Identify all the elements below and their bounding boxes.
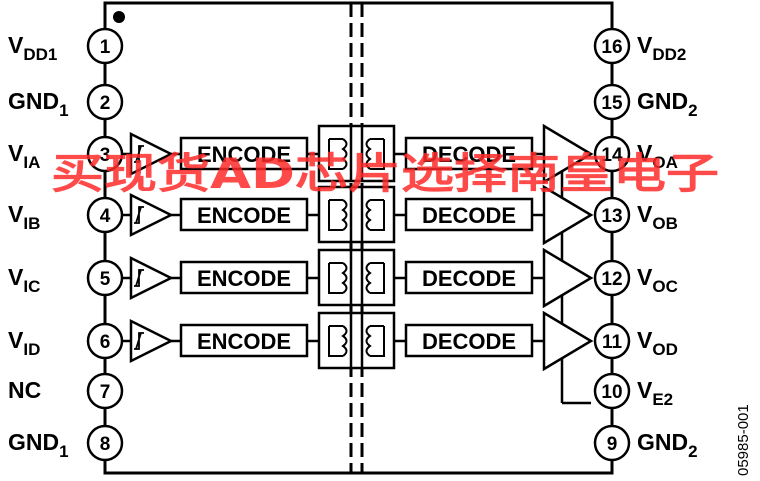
pin-number-4: 4: [100, 206, 111, 227]
input-buffer-c: [129, 255, 174, 301]
encode-label-b: ENCODE: [197, 203, 291, 228]
schmitt-trigger-icon: [134, 269, 144, 287]
pin-circle-15: [593, 83, 631, 121]
channel-c: ENCODE DECODE: [122, 247, 594, 309]
pin-label-6: VID: [8, 327, 40, 359]
transformer-c: [317, 248, 396, 307]
decode-label-b: DECODE: [422, 203, 516, 228]
pin-circle-10: [593, 372, 631, 410]
primary-coil-icon: [341, 138, 348, 170]
pin-label-13: VOB: [637, 201, 678, 233]
pin-number-7: 7: [100, 382, 111, 403]
pin-label-15: GND2: [637, 88, 698, 120]
pin-number-8: 8: [100, 434, 111, 455]
pin-circle-2: [86, 83, 124, 121]
secondary-coil-icon: [365, 262, 372, 294]
decode-label-c: DECODE: [422, 266, 516, 291]
schmitt-trigger-icon: [134, 332, 144, 350]
decode-block-a: [404, 136, 534, 171]
pin-circle-13: [593, 196, 631, 234]
output-buffer-a: [542, 123, 594, 185]
pin-circle-11: [593, 322, 631, 360]
secondary-coil-icon: [365, 138, 372, 170]
transformer-b: [317, 185, 396, 244]
pin-circle-3: [86, 135, 124, 173]
output-buffer-c: [542, 247, 594, 309]
channel-b: ENCODE DECODE: [122, 184, 594, 246]
encode-block-b: [179, 197, 309, 232]
pin-circle-5: [86, 259, 124, 297]
primary-coil-icon: [341, 199, 348, 231]
pin-label-8: GND1: [8, 429, 69, 461]
pin-number-3: 3: [100, 145, 111, 166]
pin-number-11: 11: [602, 332, 623, 353]
transformer-d: [317, 311, 396, 370]
pin-label-4: VIB: [8, 201, 40, 233]
pin-circle-6: [86, 322, 124, 360]
encode-label-d: ENCODE: [197, 329, 291, 354]
pin-number-9: 9: [607, 434, 618, 455]
output-buffer-b: [542, 184, 594, 246]
pin-label-9: GND2: [637, 429, 698, 461]
pin1-marker-dot: [113, 11, 125, 23]
pin-label-2: GND1: [8, 88, 69, 120]
pin-number-6: 6: [100, 332, 111, 353]
pin-circle-8: [86, 424, 124, 462]
pin-number-10: 10: [601, 382, 622, 403]
pin-number-2: 2: [100, 93, 111, 114]
pin-label-11: VOD: [637, 327, 678, 359]
watermark-text: 买现货AD芯片选择南皇电子: [51, 149, 719, 198]
pin-number-1: 1: [100, 37, 111, 58]
secondary-coil-icon: [365, 325, 372, 357]
pin-label-12: VOC: [637, 264, 678, 296]
pin-label-5: VIC: [8, 264, 40, 296]
pin-number-5: 5: [100, 269, 111, 290]
pin-circle-12: [593, 259, 631, 297]
input-buffer-b: [129, 192, 174, 238]
pin-label-7: NC: [8, 377, 41, 403]
pin-number-14: 14: [601, 145, 623, 166]
secondary-coil-icon: [365, 199, 372, 231]
decode-block-d: [404, 323, 534, 358]
pin-circle-4: [86, 196, 124, 234]
schmitt-trigger-icon: [134, 145, 144, 163]
pin-number-15: 15: [601, 93, 623, 114]
input-buffer-a: [129, 131, 174, 177]
encode-block-d: [179, 323, 309, 358]
encode-label-c: ENCODE: [197, 266, 291, 291]
figure-id: 05985-001: [735, 404, 752, 476]
pin-label-3: VIA: [8, 140, 40, 172]
pin-label-1: VDD1: [8, 32, 57, 64]
pin-number-13: 13: [601, 206, 622, 227]
pin-label-14: VOA: [637, 140, 678, 172]
decode-label-a: DECODE: [422, 142, 516, 167]
channel-d: ENCODE DECODE: [122, 310, 594, 372]
pin-circle-16: [593, 27, 631, 65]
primary-coil-icon: [341, 262, 348, 294]
primary-coil-icon: [341, 325, 348, 357]
pin-label-10: VE2: [637, 377, 673, 409]
channel-a: ENCODE DECODE: [122, 123, 594, 185]
encode-label-a: ENCODE: [197, 142, 291, 167]
package-outline: [103, 1, 614, 475]
input-buffer-d: [129, 318, 174, 364]
pin-number-16: 16: [601, 37, 622, 58]
pin-circle-14: [593, 135, 631, 173]
output-buffer-d: [542, 310, 594, 372]
schmitt-trigger-icon: [134, 206, 144, 224]
pin-circle-1: [86, 27, 124, 65]
decode-block-c: [404, 260, 534, 295]
decode-label-d: DECODE: [422, 329, 516, 354]
pin-label-16: VDD2: [637, 32, 686, 64]
pin-number-12: 12: [601, 269, 622, 290]
pin-circle-7: [86, 372, 124, 410]
pin-circle-9: [593, 424, 631, 462]
